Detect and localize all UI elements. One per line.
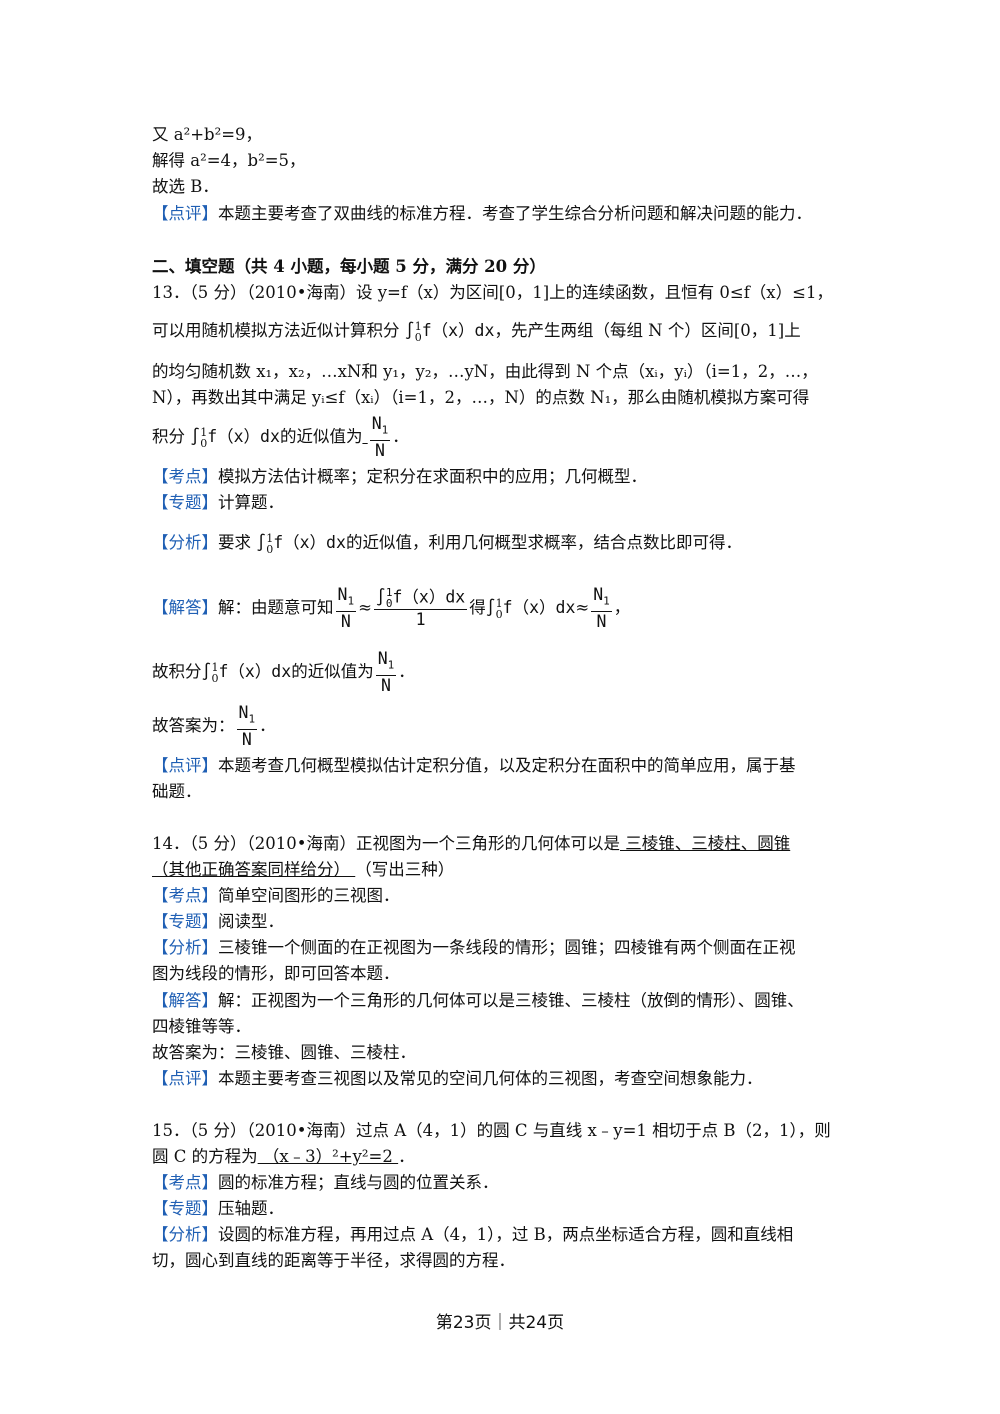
question-14-line: 14．（5 分）（2010•海南）正视图为一个三角形的几何体可以是 三棱锥、三棱… bbox=[152, 834, 791, 853]
text-line: 又 a²+b²=9， bbox=[152, 125, 263, 144]
kaodian-line: 【考点】模拟方法估计概率；定积分在求面积中的应用；几何概型． bbox=[152, 467, 647, 486]
comment-tag: 【点评】 bbox=[152, 204, 218, 223]
zhuanti-line: 【专题】压轴题． bbox=[152, 1199, 284, 1218]
integral-sign: ∫ bbox=[404, 321, 415, 340]
comment-text: 本题主要考查了双曲线的标准方程．考查了学生综合分析问题和解决问题的能力． bbox=[218, 204, 812, 223]
answer-blank: （其他正确答案同样给分） bbox=[152, 860, 356, 879]
text-line: 解得 a²=4，b²=5， bbox=[152, 151, 306, 170]
page-footer: 第23页｜共24页 bbox=[435, 1313, 565, 1333]
question-13-line: 的均匀随机数 x₁，x₂，…xN和 y₁，y₂，…yN，由此得到 N 个点（xᵢ… bbox=[152, 362, 818, 381]
dianping-line: 础题． bbox=[152, 782, 202, 801]
kaodian-line: 【考点】简单空间图形的三视图． bbox=[152, 886, 400, 905]
jieda-line: 【解答】解：正视图为一个三角形的几何体可以是三棱锥、三棱柱（放倒的情形）、圆锥、 bbox=[152, 991, 804, 1010]
jieda-line: 四棱锥等等． bbox=[152, 1017, 251, 1036]
dianping-line: 【点评】本题主要考查三视图以及常见的空间几何体的三视图，考查空间想象能力． bbox=[152, 1069, 763, 1088]
question-14-line: （其他正确答案同样给分） （写出三种） bbox=[152, 860, 455, 879]
zhuanti-line: 【专题】阅读型． bbox=[152, 912, 284, 931]
question-13-line: 13．（5 分）（2010•海南）设 y=f（x）为区间[0，1]上的连续函数，… bbox=[152, 283, 833, 302]
dianping-line: 【点评】本题考查几何概型模拟估计定积分值，以及定积分在面积中的简单应用，属于基 bbox=[152, 756, 796, 775]
comment-line: 【点评】本题主要考查了双曲线的标准方程．考查了学生综合分析问题和解决问题的能力． bbox=[152, 201, 848, 227]
answer-blank: （x﹣3）²+y²=2 bbox=[257, 1147, 399, 1166]
answer-blank: 三棱锥、三棱柱、圆锥 bbox=[619, 834, 791, 853]
fenxi-line: 图为线段的情形，即可回答本题． bbox=[152, 964, 400, 983]
fenxi-line: 【分析】设圆的标准方程，再用过点 A（4，1），过 B，两点坐标适合方程，圆和直… bbox=[152, 1225, 794, 1244]
section-title: 二、填空题（共 4 小题，每小题 5 分，满分 20 分） bbox=[152, 257, 546, 276]
text-line: 故选 B． bbox=[152, 177, 219, 196]
question-13-line: N），再数出其中满足 yᵢ≤f（xᵢ）（i=1，2，…，N）的点数 N₁，那么由… bbox=[152, 388, 810, 407]
kaodian-line: 【考点】圆的标准方程；直线与圆的位置关系． bbox=[152, 1173, 499, 1192]
answer-line: 故答案为：三棱锥、圆锥、三棱柱． bbox=[152, 1043, 416, 1062]
question-15-line: 15．（5 分）（2010•海南）过点 A（4，1）的圆 C 与直线 x﹣y=1… bbox=[152, 1121, 831, 1140]
question-15-line: 圆 C 的方程为 （x﹣3）²+y²=2 ． bbox=[152, 1147, 415, 1166]
fenxi-line: 【分析】三棱锥一个侧面的在正视图为一条线段的情形；圆锥；四棱锥有两个侧面在正视 bbox=[152, 938, 796, 957]
zhuanti-line: 【专题】计算题． bbox=[152, 493, 284, 512]
fenxi-line: 切，圆心到直线的距离等于半径，求得圆的方程． bbox=[152, 1251, 515, 1270]
